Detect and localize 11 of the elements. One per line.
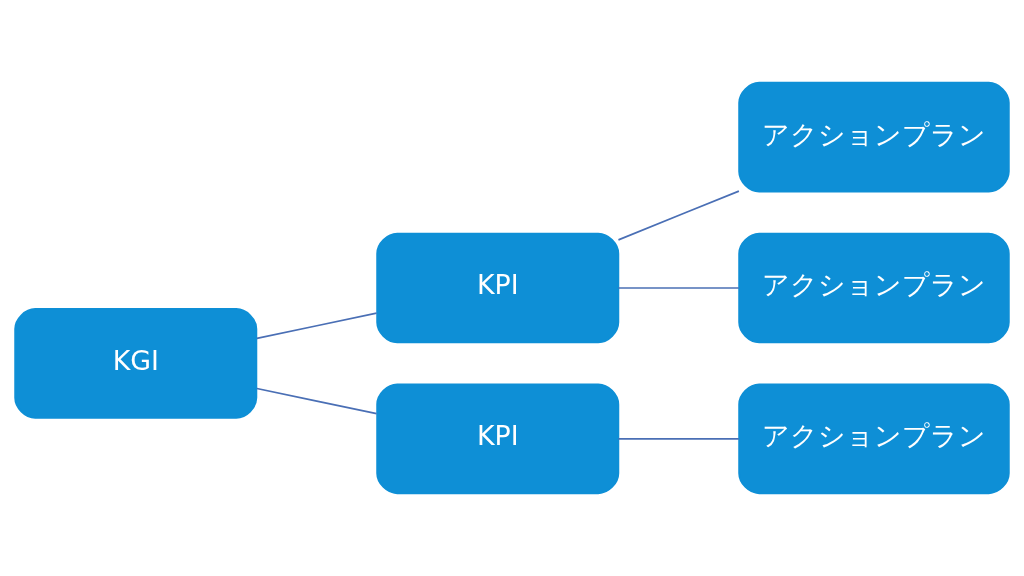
connector <box>256 312 378 340</box>
node-box: アクションプラン <box>738 383 1010 495</box>
connector <box>617 287 740 289</box>
connector <box>617 438 740 440</box>
node-box: アクションプラン <box>738 232 1010 344</box>
node-box: KPI <box>376 232 620 344</box>
node-box: KGI <box>14 308 258 419</box>
node-box: アクションプラン <box>738 81 1010 193</box>
connector <box>256 387 378 415</box>
connector <box>617 190 740 241</box>
node-box: KPI <box>376 383 620 495</box>
